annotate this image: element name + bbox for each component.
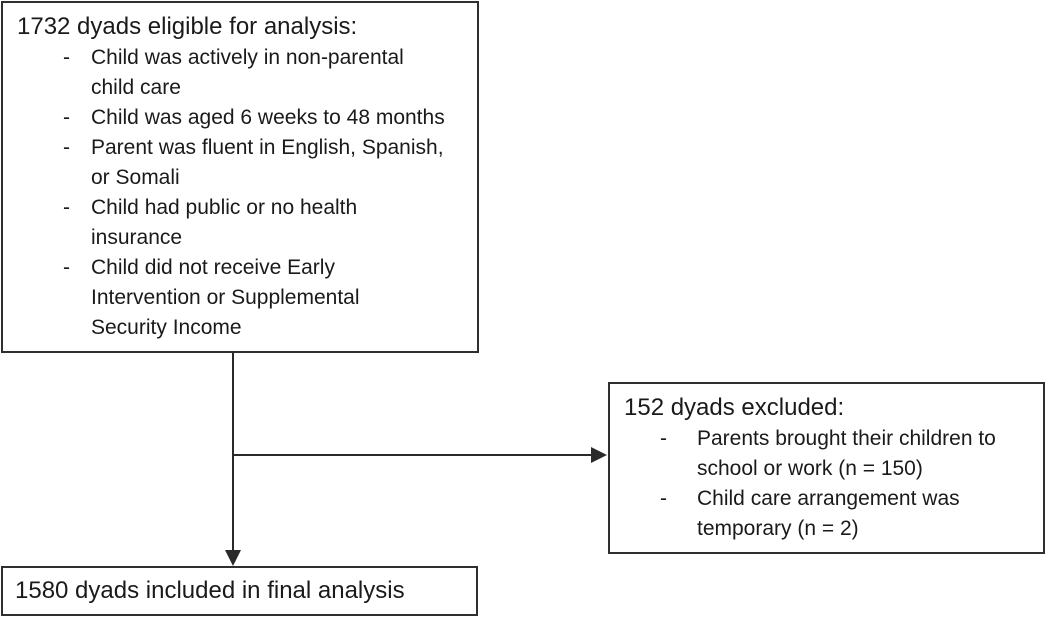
dash-bullet-icon: - (63, 46, 70, 69)
bullet-text: Parent was fluent in English, Spanish, o… (91, 136, 444, 189)
bullet-text: Child did not receive Early Intervention… (91, 256, 360, 339)
list-item: - Child was aged 6 weeks to 48 months (63, 103, 469, 133)
excluded-box: 152 dyads excluded: - Parents brought th… (608, 382, 1045, 554)
eligible-bullet-list: - Child was actively in non-parental chi… (17, 43, 469, 343)
dash-bullet-icon: - (660, 427, 667, 450)
final-analysis-box: 1580 dyads included in final analysis (1, 566, 478, 616)
bullet-text: Child was actively in non-parental child… (91, 46, 404, 99)
excluded-box-title: 152 dyads excluded: (624, 394, 845, 421)
eligible-box-title: 1732 dyads eligible for analysis: (17, 13, 358, 40)
list-item: - Child care arrangement was temporary (… (660, 484, 1035, 544)
list-item: - Child had public or no health insuranc… (63, 193, 469, 253)
bullet-text: Child had public or no health insurance (91, 196, 358, 249)
dash-bullet-icon: - (660, 487, 667, 510)
horizontal-connector-line (233, 454, 591, 456)
list-item: - Parents brought their children to scho… (660, 424, 1035, 484)
arrow-down-icon (225, 550, 241, 566)
list-item: - Child was actively in non-parental chi… (63, 43, 469, 103)
arrow-right-icon (591, 447, 607, 463)
list-item: - Parent was fluent in English, Spanish,… (63, 133, 469, 193)
excluded-bullet-list: - Parents brought their children to scho… (624, 424, 1035, 544)
bullet-text: Parents brought their children to school… (697, 427, 996, 480)
dash-bullet-icon: - (63, 136, 70, 159)
eligible-box: 1732 dyads eligible for analysis: - Chil… (1, 1, 479, 353)
final-analysis-box-title: 1580 dyads included in final analysis (15, 577, 405, 604)
dash-bullet-icon: - (63, 196, 70, 219)
bullet-text: Child care arrangement was temporary (n … (697, 487, 960, 540)
list-item: - Child did not receive Early Interventi… (63, 253, 469, 343)
dash-bullet-icon: - (63, 106, 70, 129)
bullet-text: Child was aged 6 weeks to 48 months (91, 106, 445, 129)
dash-bullet-icon: - (63, 256, 70, 279)
vertical-connector-line (232, 353, 234, 550)
